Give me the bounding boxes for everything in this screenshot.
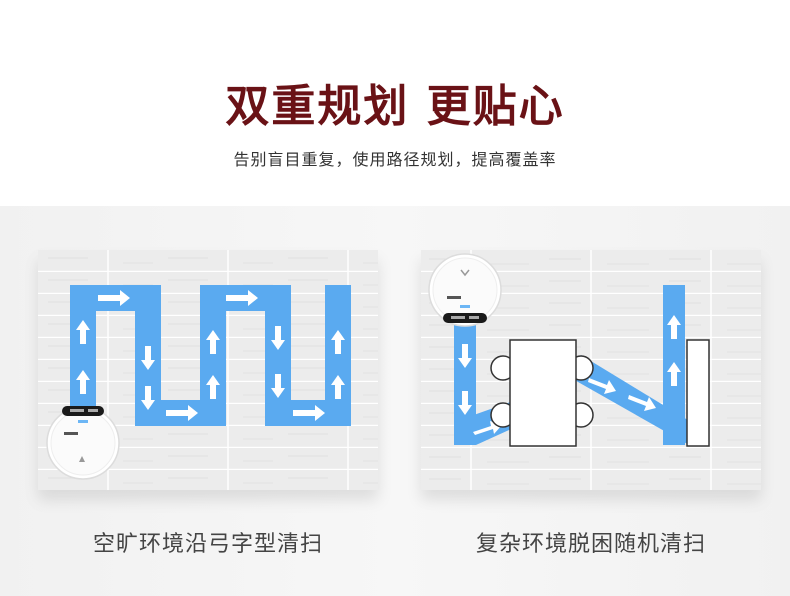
panel-random <box>421 250 761 490</box>
cabinet-obstacle <box>686 339 710 447</box>
page-title: 双重规划 更贴心 <box>225 81 565 132</box>
caption-serpentine: 空旷环境沿弓字型清扫 <box>92 532 323 557</box>
caption-random: 复杂环境脱困随机清扫 <box>475 532 706 557</box>
table-obstacle <box>490 339 594 447</box>
panel-serpentine <box>38 250 378 490</box>
page-subtitle: 告别盲目重复，使用路径规划，提高覆盖率 <box>233 150 557 169</box>
direction-arrows <box>76 290 345 421</box>
robot-vacuum-icon <box>46 406 120 480</box>
robot-vacuum-icon <box>428 253 502 327</box>
